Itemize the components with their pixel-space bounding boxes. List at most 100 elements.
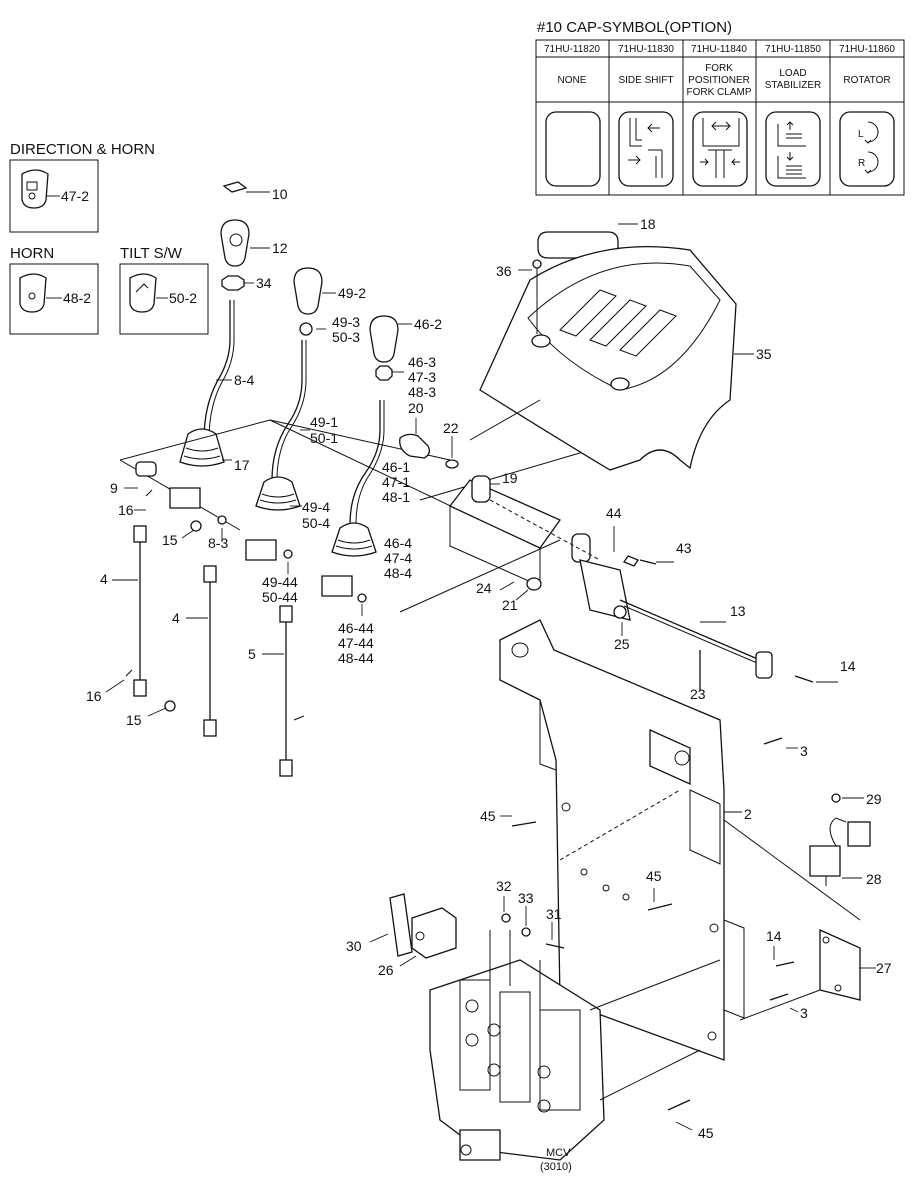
part-label-3a: 3 [800,743,808,759]
part-label-20: 20 [408,400,424,416]
part-label-48-44: 48-44 [338,650,374,666]
part-label-49-44: 49-44 [262,574,298,590]
fork-positioner-icon [692,111,748,187]
part-label-2: 2 [744,806,752,822]
part-label-50-3: 50-3 [332,329,360,345]
knob-46-2 [369,315,399,363]
blank-cap-icon [545,111,601,187]
part-label-4b: 4 [172,610,180,626]
bracket-27 [819,928,861,1001]
part-label-46-2: 46-2 [414,316,442,332]
part-label-45c: 45 [698,1125,714,1141]
label-50-2: 50-2 [169,290,197,306]
cap-symbol-table: #10 CAP-SYMBOL(OPTION) 71HU-11820 71HU-1… [535,19,905,196]
knob-12 [220,219,250,267]
switch-20 [399,433,430,459]
inset-tilt-title: TILT S/W [120,245,183,262]
part-label-8-3: 8-3 [208,535,228,551]
bolt-3-bottom [769,993,789,1001]
part-label-12: 12 [272,240,288,256]
part-label-50-44: 50-44 [262,589,298,605]
inset-horn: HORN 48-2 [9,245,99,335]
bolt-14-bottom [775,961,795,967]
bolt-31 [545,943,565,949]
part-label-23: 23 [690,686,706,702]
inset-tilt-switch: TILT S/W 50-2 [119,245,209,335]
pivot-block-c [321,575,353,597]
bolt-45-left [511,821,537,827]
direction-horn-knob-icon [21,169,49,209]
part-label-25: 25 [614,636,630,652]
part-label-29: 29 [866,791,882,807]
bolt-43 [639,559,657,565]
washer-22 [445,459,459,469]
sensor-28 [809,845,841,877]
cap-desc-3b: POSITIONER [688,75,750,86]
cap-desc-4b: STABILIZER [765,80,822,91]
bolt-3-top [763,737,783,745]
part-label-21: 21 [502,597,518,613]
shaft-13 [619,599,761,661]
part-label-49-3: 49-3 [332,314,360,330]
bushing-25 [613,605,627,619]
part-label-46-1: 46-1 [382,459,410,475]
cap-partno-3: 71HU-11840 [691,44,747,55]
nut-46-3 [375,365,393,381]
part-label-32: 32 [496,878,512,894]
part-label-17: 17 [234,457,250,473]
washer-32 [501,913,511,923]
cap-desc-1: NONE [558,75,587,86]
mcv-code: (3010) [540,1161,572,1173]
inset-direction-horn: DIRECTION & HORN 47-2 [9,141,155,233]
part-label-47-4: 47-4 [384,550,412,566]
part-label-45b: 45 [646,868,662,884]
part-label-35: 35 [756,346,772,362]
inset-horn-title: HORN [10,245,54,262]
mcv-valve: MCV (3010) [389,893,605,1173]
pivot-block-b [245,539,277,561]
part-label-49-1: 49-1 [310,414,338,430]
knob-49-2 [293,267,323,315]
cotter-16-top [145,489,153,497]
part-label-8-4: 8-4 [234,372,254,388]
cap-desc-2: SIDE SHIFT [618,75,673,86]
part-label-36: 36 [496,263,512,279]
bolt-14-top [794,675,814,683]
rotator-icon: L R [839,111,895,187]
leader-lines [105,191,876,1131]
boot-46-4 [331,522,377,557]
screw-hole-36 [531,334,551,348]
part-label-46-3: 46-3 [408,354,436,370]
part-label-48-1: 48-1 [382,489,410,505]
cap-partno-2: 71HU-11830 [618,44,674,55]
pin-9 [135,461,157,477]
lever-49-1 [271,340,303,481]
part-label-46-4: 46-4 [384,535,412,551]
bracket-assembly [399,433,814,690]
part-label-45a: 45 [480,808,496,824]
part-label-47-1: 47-1 [382,474,410,490]
nut-34 [221,275,245,291]
part-label-46-44: 46-44 [338,620,374,636]
cap-desc-3c: FORK CLAMP [686,87,751,98]
part-label-19: 19 [502,470,518,486]
cap-desc-4a: LOAD [779,68,806,79]
rotator-right-mark: R [858,158,865,169]
part-label-43: 43 [676,540,692,556]
bushing-21 [526,577,542,591]
part-label-9: 9 [110,480,118,496]
pin-15-bottom [164,700,176,712]
cap-partno-5: 71HU-11860 [839,44,895,55]
mcv-label: MCV [546,1147,571,1159]
bolt-45-bottom [667,1099,691,1111]
part-label-50-1: 50-1 [310,430,338,446]
bolt-45-mid [647,903,673,911]
load-stabilizer-icon [765,111,821,187]
part-label-3b: 3 [800,1005,808,1021]
sensor-assembly [511,737,871,1111]
part-label-24: 24 [476,580,492,596]
part-label-47-3: 47-3 [408,369,436,385]
frame-plate-2 [499,619,745,1061]
part-label-10: 10 [272,186,288,202]
